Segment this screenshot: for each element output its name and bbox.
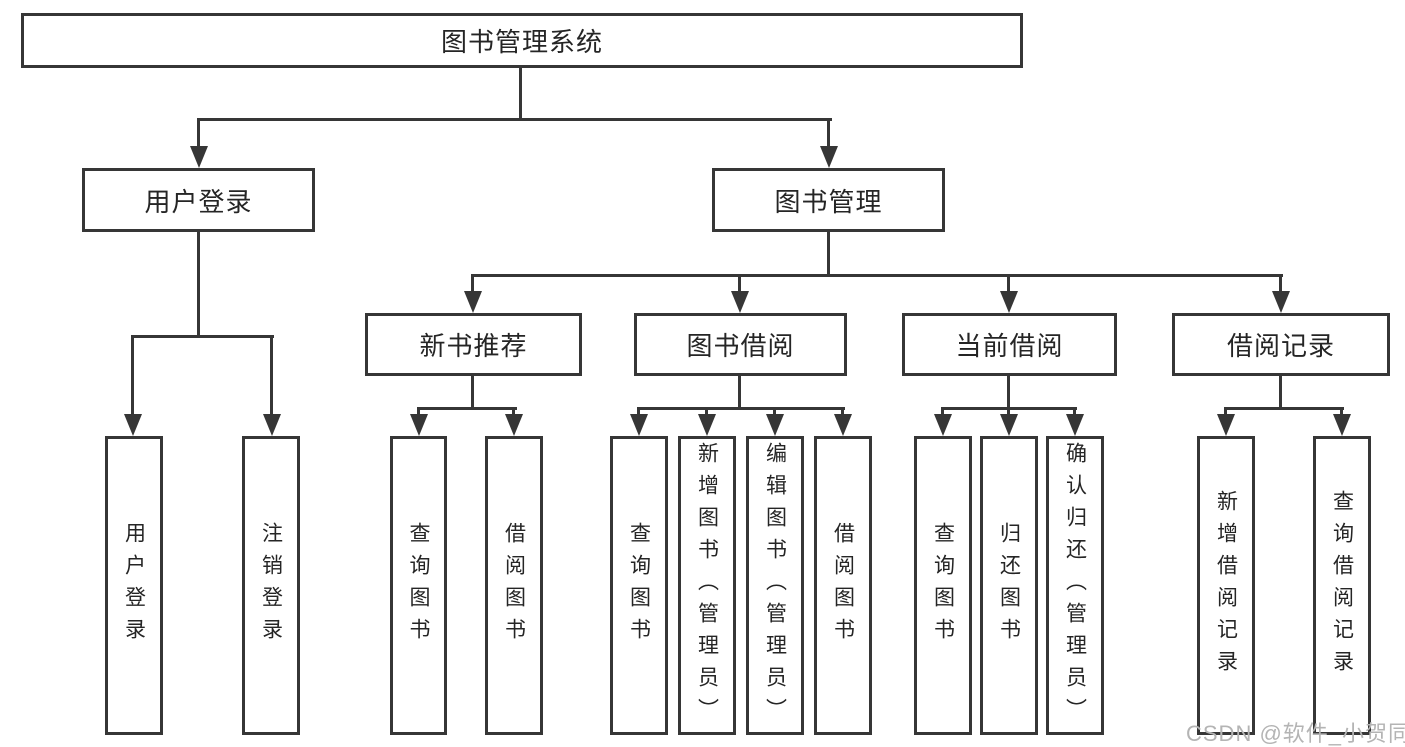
node-book-borrowing: 图书借阅 — [634, 313, 847, 376]
node-label: 借阅记录 — [1226, 331, 1335, 361]
arrow-down-icon — [464, 291, 482, 313]
connector-line — [1224, 407, 1227, 419]
leaf-confirm-return-admin: 确认归还（管理员） — [1046, 436, 1104, 735]
connector-line — [131, 338, 134, 416]
node-label: 查询借阅记录 — [1330, 489, 1354, 682]
leaf-query-books-borrowing: 查询图书 — [610, 436, 668, 735]
node-library-system: 图书管理系统 — [21, 13, 1023, 68]
node-label: 用户登录 — [122, 521, 146, 650]
connector-line — [512, 407, 515, 419]
arrow-down-icon — [698, 414, 716, 436]
arrow-down-icon — [410, 414, 428, 436]
arrow-down-icon — [834, 414, 852, 436]
connector-line — [1007, 407, 1010, 419]
node-label: 新增借阅记录 — [1214, 489, 1238, 682]
leaf-query-books-current: 查询图书 — [914, 436, 972, 735]
leaf-query-books-recommend: 查询图书 — [390, 436, 447, 735]
leaf-query-borrow-record: 查询借阅记录 — [1313, 436, 1371, 735]
arrow-down-icon — [630, 414, 648, 436]
connector-line — [131, 335, 274, 338]
connector-line — [417, 407, 517, 410]
connector-line — [197, 121, 200, 149]
connector-line — [197, 232, 200, 335]
arrow-down-icon — [1066, 414, 1084, 436]
connector-line — [705, 407, 708, 419]
arrow-down-icon — [124, 414, 142, 436]
node-current-borrowing: 当前借阅 — [902, 313, 1117, 376]
connector-line — [773, 407, 776, 419]
node-label: 用户登录 — [144, 186, 253, 217]
leaf-borrow-books-borrowing: 借阅图书 — [814, 436, 872, 735]
leaf-edit-books-admin: 编辑图书（管理员） — [746, 436, 804, 735]
connector-line — [827, 121, 830, 149]
connector-line — [471, 376, 474, 407]
leaf-add-books-admin: 新增图书（管理员） — [678, 436, 736, 735]
leaf-borrow-books-recommend: 借阅图书 — [485, 436, 543, 735]
arrow-down-icon — [263, 414, 281, 436]
arrow-down-icon — [190, 146, 208, 168]
connector-line — [827, 232, 830, 274]
connector-line — [738, 376, 741, 407]
leaf-add-borrow-record: 新增借阅记录 — [1197, 436, 1255, 735]
connector-line — [637, 407, 640, 419]
watermark: CSDN @软件_小贺同学 — [1186, 721, 1405, 746]
leaf-logout: 注销登录 — [242, 436, 300, 735]
node-label: 查询图书 — [931, 521, 955, 650]
node-label: 注销登录 — [259, 521, 283, 650]
connector-line — [1340, 407, 1343, 419]
arrow-down-icon — [1333, 414, 1351, 436]
node-label: 查询图书 — [627, 521, 651, 650]
connector-line — [1224, 407, 1344, 410]
node-label: 图书借阅 — [686, 331, 795, 361]
node-new-book-recommendation: 新书推荐 — [365, 313, 582, 376]
arrow-down-icon — [1000, 414, 1018, 436]
connector-line — [519, 68, 522, 120]
node-label: 归还图书 — [997, 521, 1021, 650]
connector-line — [471, 277, 474, 293]
node-label: 借阅图书 — [502, 521, 526, 650]
connector-line — [417, 407, 420, 419]
node-label: 图书管理 — [774, 186, 883, 217]
node-label: 新书推荐 — [419, 331, 528, 361]
connector-line — [738, 277, 741, 293]
node-user-login: 用户登录 — [82, 168, 315, 232]
node-borrowing-records: 借阅记录 — [1172, 313, 1390, 376]
connector-line — [1007, 376, 1010, 407]
arrow-down-icon — [505, 414, 523, 436]
connector-line — [1279, 277, 1282, 293]
arrow-down-icon — [766, 414, 784, 436]
connector-line — [471, 274, 1283, 277]
connector-line — [1279, 376, 1282, 407]
arrow-down-icon — [934, 414, 952, 436]
connector-line — [270, 338, 273, 416]
connector-line — [941, 407, 944, 419]
connector-line — [841, 407, 844, 419]
connector-line — [637, 407, 845, 410]
arrow-down-icon — [1000, 291, 1018, 313]
leaf-user-login: 用户登录 — [105, 436, 163, 735]
arrow-down-icon — [731, 291, 749, 313]
node-label: 借阅图书 — [831, 521, 855, 650]
leaf-return-books: 归还图书 — [980, 436, 1038, 735]
arrow-down-icon — [820, 146, 838, 168]
arrow-down-icon — [1217, 414, 1235, 436]
arrow-down-icon — [1272, 291, 1290, 313]
node-label: 编辑图书（管理员） — [763, 441, 787, 730]
connector-line — [1073, 407, 1076, 419]
node-label: 查询图书 — [407, 521, 430, 650]
node-label: 当前借阅 — [955, 331, 1064, 361]
node-label: 确认归还（管理员） — [1063, 441, 1087, 730]
node-book-management: 图书管理 — [712, 168, 945, 232]
connector-line — [197, 118, 832, 121]
node-label: 图书管理系统 — [440, 27, 603, 57]
node-label: 新增图书（管理员） — [695, 441, 719, 730]
connector-line — [1007, 277, 1010, 293]
